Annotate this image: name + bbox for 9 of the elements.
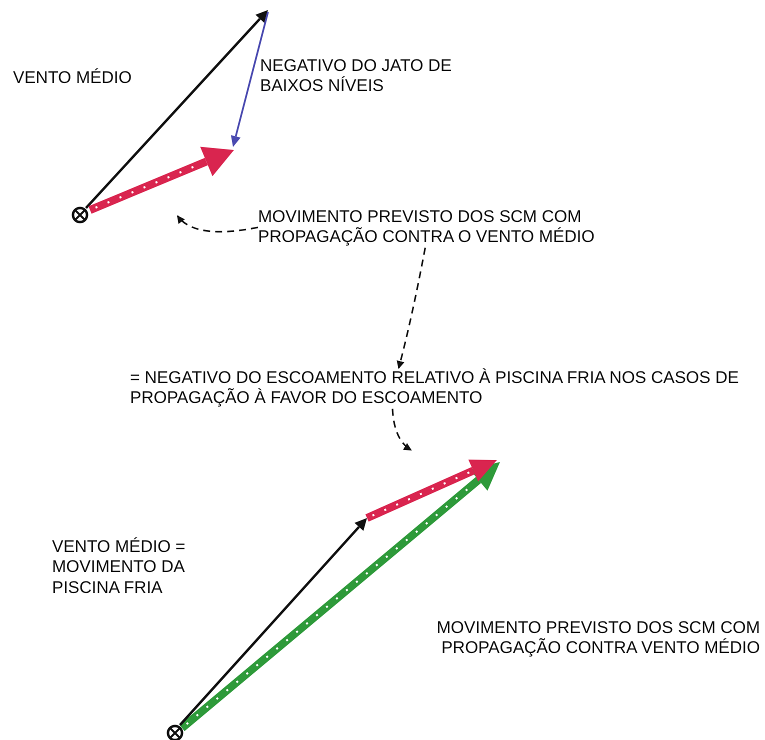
- vector-label: MOVIMENTO PREVISTO DOS SCM COM PROPAGAÇÃO CONTRA VENTO MÉDIO: [436, 618, 760, 659]
- vector-label: VENTO MÉDIO: [13, 68, 133, 88]
- annotation-text: = NEGATIVO DO ESCOAMENTO RELATIVO À PISCINA FRIA NOS CASOS DE PROPAGAÇÃO À FAVOR DO ESCOAMENTO: [130, 368, 755, 409]
- vector-label: VENTO MÉDIO = MOVIMENTO DA PISCINA FRIA: [52, 537, 186, 598]
- vector-label: NEGATIVO DO JATO DE BAIXOS NÍVEIS: [260, 56, 453, 97]
- leader-line: [396, 248, 426, 369]
- annotation-text: MOVIMENTO PREVISTO DOS SCM COM PROPAGAÇÃO CONTRA O VENTO MÉDIO: [258, 207, 698, 248]
- leader-line: [392, 408, 412, 451]
- leader-line: [176, 215, 258, 233]
